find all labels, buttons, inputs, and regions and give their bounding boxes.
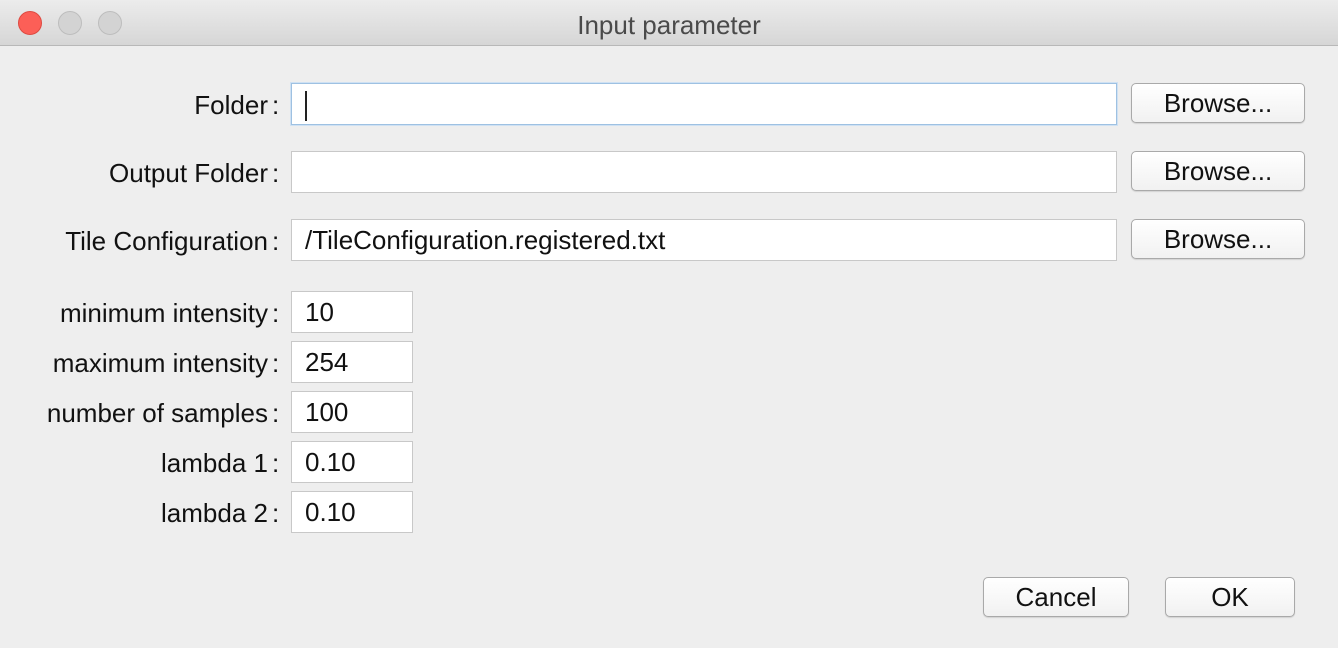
maximum-intensity-input[interactable]: 254 (291, 341, 413, 383)
lambda-1-input[interactable]: 0.10 (291, 441, 413, 483)
tile-configuration-colon: : (272, 226, 280, 256)
close-window-icon[interactable] (18, 11, 42, 35)
maximum-intensity-label: maximum intensity (52, 348, 268, 378)
text-caret (305, 91, 307, 122)
folder-browse-button[interactable]: Browse... (1131, 83, 1305, 123)
maximum-intensity-colon: : (272, 348, 280, 378)
output-folder-browse-button[interactable]: Browse... (1131, 151, 1305, 191)
ok-button[interactable]: OK (1165, 577, 1295, 617)
minimize-window-icon[interactable] (58, 11, 82, 35)
number-of-samples-input[interactable]: 100 (291, 391, 413, 433)
folder-input[interactable] (291, 83, 1117, 125)
window-title: Input parameter (577, 10, 761, 40)
zoom-window-icon[interactable] (98, 11, 122, 35)
tile-configuration-label: Tile Configuration (65, 226, 268, 256)
folder-label: Folder (194, 90, 268, 120)
minimum-intensity-label: minimum intensity (59, 298, 268, 328)
tile-configuration-browse-button[interactable]: Browse... (1131, 219, 1305, 259)
lambda-1-colon: : (272, 448, 280, 478)
lambda-2-colon: : (272, 498, 280, 528)
lambda-1-label: lambda 1 (161, 448, 268, 478)
folder-colon: : (272, 90, 280, 120)
number-of-samples-label: number of samples (46, 398, 268, 428)
output-folder-colon: : (272, 158, 280, 188)
number-of-samples-colon: : (272, 398, 280, 428)
minimum-intensity-colon: : (272, 298, 280, 328)
output-folder-label: Output Folder (109, 158, 268, 188)
cancel-button[interactable]: Cancel (983, 577, 1129, 617)
lambda-2-input[interactable]: 0.10 (291, 491, 413, 533)
title-bar[interactable]: Input parameter (0, 0, 1338, 46)
output-folder-input[interactable] (291, 151, 1117, 193)
minimum-intensity-input[interactable]: 10 (291, 291, 413, 333)
lambda-2-label: lambda 2 (161, 498, 268, 528)
tile-configuration-input[interactable]: /TileConfiguration.registered.txt (291, 219, 1117, 261)
